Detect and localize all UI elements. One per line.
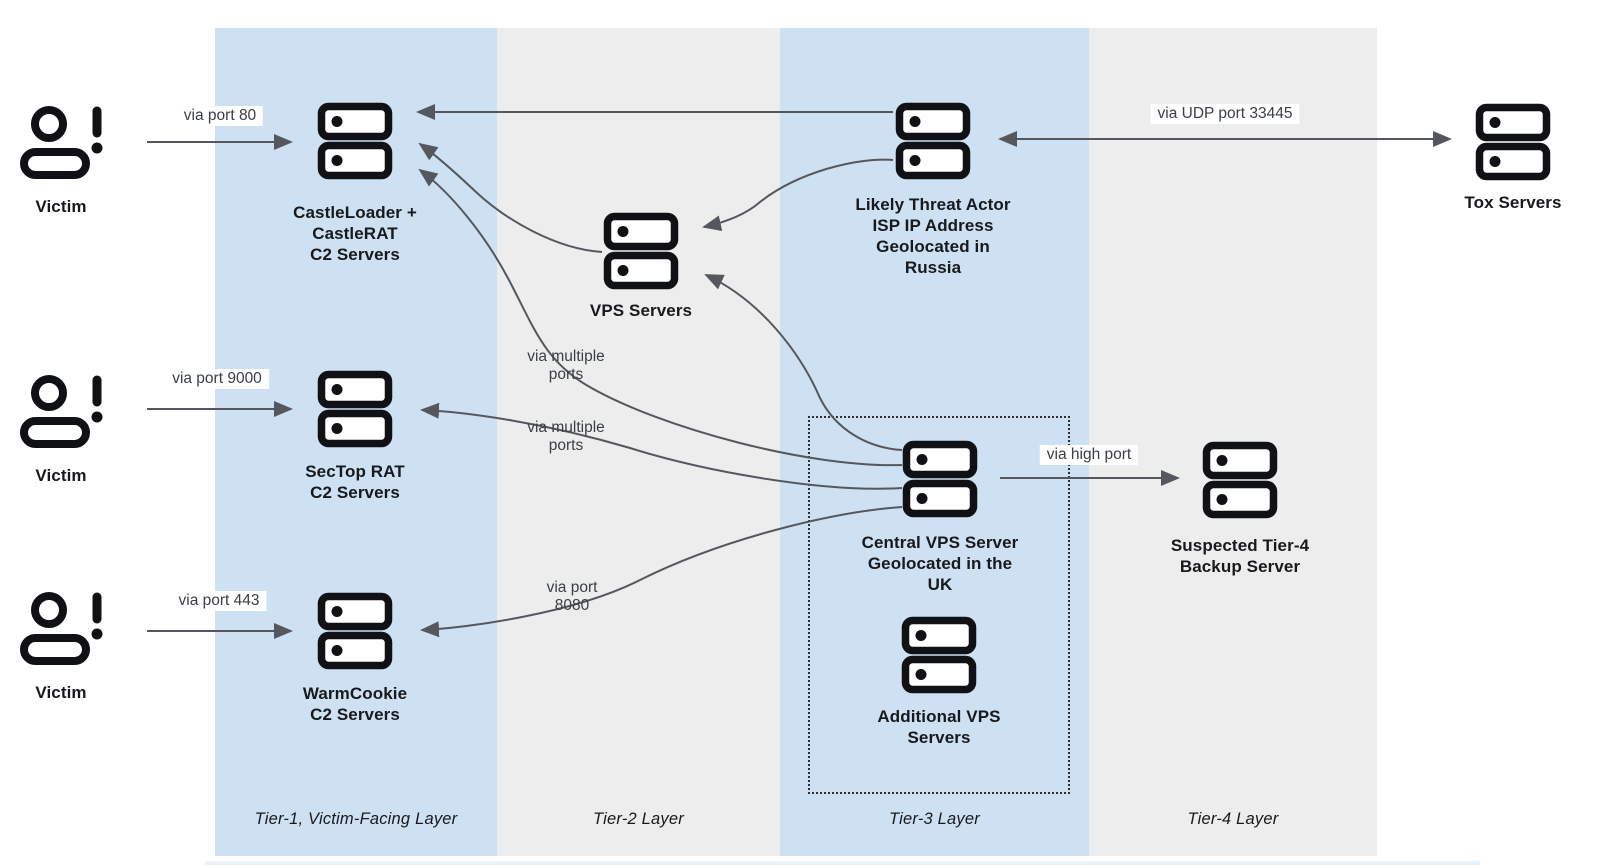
victim-icon (20, 592, 103, 665)
node-victim-1: Victim (16, 104, 106, 217)
node-label: Additional VPS Servers (877, 707, 1001, 747)
victim-icon (20, 375, 103, 448)
edge-centralvps-warmcookie (420, 506, 903, 638)
node-victim-2: Victim (16, 373, 106, 486)
tier3-label: Tier-3 Layer (889, 810, 980, 828)
node-label: CastleLoader + CastleRAT C2 Servers (293, 203, 417, 264)
node-vps-servers: VPS Servers (536, 212, 746, 321)
node-label: Central VPS Server Geolocated in the UK (861, 533, 1019, 594)
node-tier4-backup: Suspected Tier-4 Backup Server (1135, 441, 1345, 577)
node-sectop-c2: SecTop RAT C2 Servers (250, 370, 460, 503)
node-threat-actor: Likely Threat Actor ISP IP Address Geolo… (828, 102, 1038, 278)
node-label: VPS Servers (589, 301, 693, 320)
edge-label-highport: via high port (1039, 445, 1139, 465)
node-tox-servers: Tox Servers (1413, 103, 1600, 213)
node-castleloader-c2: CastleLoader + CastleRAT C2 Servers (250, 102, 460, 265)
node-victim-3: Victim (16, 590, 106, 703)
server-icon (895, 102, 971, 180)
node-label: WarmCookie C2 Servers (302, 684, 408, 724)
server-icon (317, 592, 393, 670)
server-icon (901, 616, 977, 694)
node-label: SecTop RAT C2 Servers (305, 462, 405, 502)
edge-vps-castleloader (418, 142, 603, 253)
tier1-label: Tier-1, Victim-Facing Layer (254, 810, 458, 828)
edge-centralvps-sectop (420, 402, 903, 490)
server-icon (317, 370, 393, 448)
edge-label-port443: via port 443 (171, 591, 267, 611)
node-additional-vps: Additional VPS Servers (834, 616, 1044, 748)
node-label: Tox Servers (1464, 193, 1562, 212)
edge-label-port9000: via port 9000 (165, 369, 269, 389)
tier3-cluster-box (808, 416, 1070, 794)
edge-label-port80: via port 80 (176, 106, 264, 126)
node-central-vps: Central VPS Server Geolocated in the UK (835, 440, 1045, 595)
edge-label-multiports-1: via multiple ports (527, 348, 605, 383)
edge-centralvps-castleloader (418, 168, 903, 467)
edge-label-multiports-2: via multiple ports (527, 419, 605, 454)
server-icon (317, 102, 393, 180)
tier4-label: Tier-4 Layer (1187, 810, 1279, 828)
node-warmcookie-c2: WarmCookie C2 Servers (250, 592, 460, 725)
node-label: Suspected Tier-4 Backup Server (1170, 536, 1310, 576)
server-icon (1202, 441, 1278, 519)
server-icon (902, 440, 978, 518)
victim-label: Victim (35, 683, 87, 702)
server-icon (603, 212, 679, 290)
victim-label: Victim (35, 197, 87, 216)
tier2-label: Tier-2 Layer (593, 810, 684, 828)
edge-centralvps-vps (704, 274, 903, 451)
bottom-accent-strip (205, 861, 1480, 865)
edge-label-udp33445: via UDP port 33445 (1150, 104, 1300, 124)
edge-label-port8080: via port 8080 (546, 579, 598, 614)
victim-label: Victim (35, 466, 87, 485)
server-icon (1475, 103, 1551, 181)
edge-threatactor-vps (702, 158, 894, 232)
victim-icon (20, 106, 103, 179)
node-label: Likely Threat Actor ISP IP Address Geolo… (855, 195, 1011, 277)
